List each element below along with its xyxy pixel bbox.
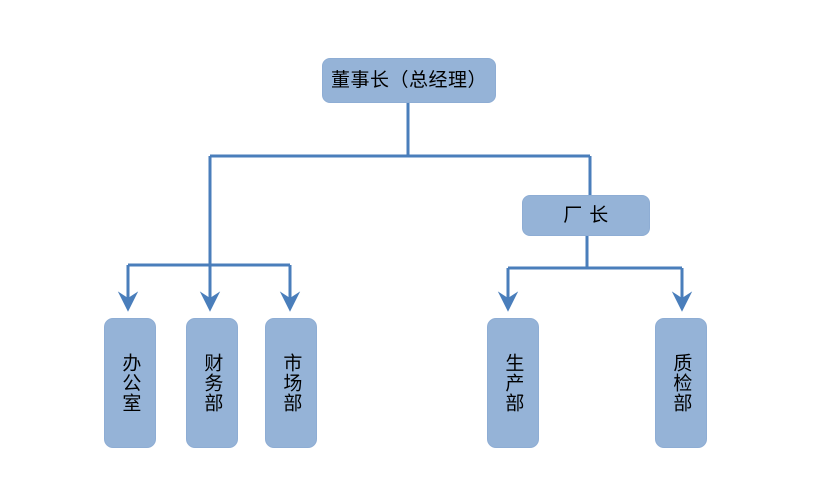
node-quality-label: 质检部 bbox=[670, 353, 693, 413]
node-finance-label: 财务部 bbox=[201, 353, 224, 413]
node-plant-manager-label: 厂 长 bbox=[563, 204, 609, 226]
node-production[interactable]: 生产部 bbox=[487, 318, 539, 448]
node-quality[interactable]: 质检部 bbox=[655, 318, 707, 448]
node-market-label: 市场部 bbox=[280, 353, 303, 413]
node-plant-manager[interactable]: 厂 长 bbox=[522, 195, 650, 236]
node-office[interactable]: 办公室 bbox=[104, 318, 156, 448]
node-chairman-label: 董事长（总经理） bbox=[330, 69, 487, 91]
node-office-label: 办公室 bbox=[119, 353, 142, 413]
node-market[interactable]: 市场部 bbox=[265, 318, 317, 448]
node-finance[interactable]: 财务部 bbox=[186, 318, 238, 448]
node-production-label: 生产部 bbox=[502, 353, 525, 413]
node-chairman[interactable]: 董事长（总经理） bbox=[322, 58, 496, 103]
